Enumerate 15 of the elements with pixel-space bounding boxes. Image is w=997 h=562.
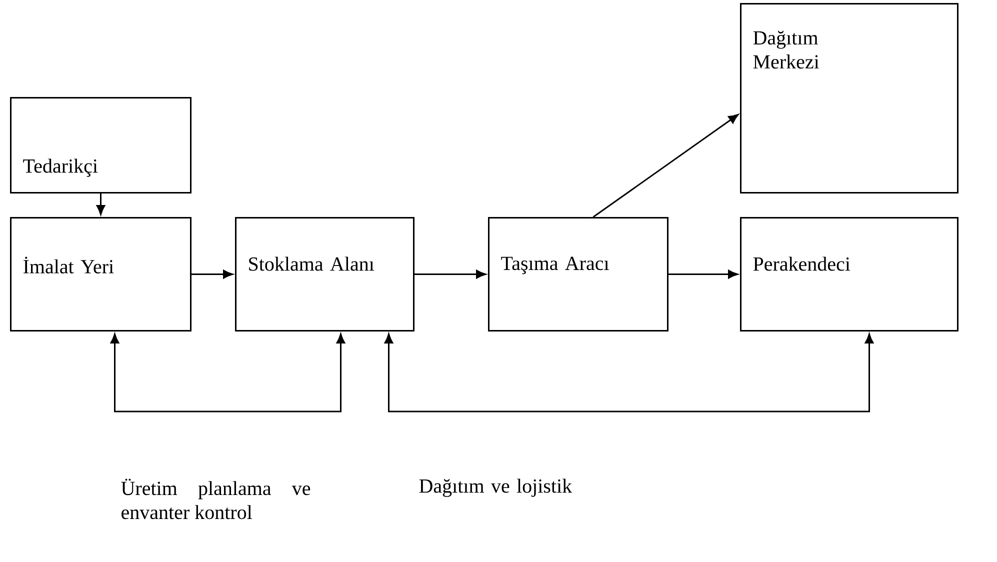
arrow bbox=[414, 270, 486, 279]
process-box: Stoklama Alanı bbox=[235, 217, 414, 332]
arrow bbox=[668, 270, 738, 279]
process-box: İmalat Yeri bbox=[10, 217, 192, 332]
arrow bbox=[192, 270, 233, 279]
arrow bbox=[384, 334, 874, 412]
arrow bbox=[592, 114, 738, 218]
note-text: Üretim planlama ve envanter kontrol bbox=[121, 478, 310, 520]
process-box: Tedarikçi bbox=[10, 97, 192, 194]
process-box: Taşıma Aracı bbox=[488, 217, 668, 332]
note-text: Dağıtım ve lojistik bbox=[419, 478, 572, 497]
arrow bbox=[110, 334, 346, 412]
arrow bbox=[96, 194, 106, 215]
process-box: Dağıtım Merkezi bbox=[740, 3, 958, 194]
process-box: Perakendeci bbox=[740, 217, 958, 332]
